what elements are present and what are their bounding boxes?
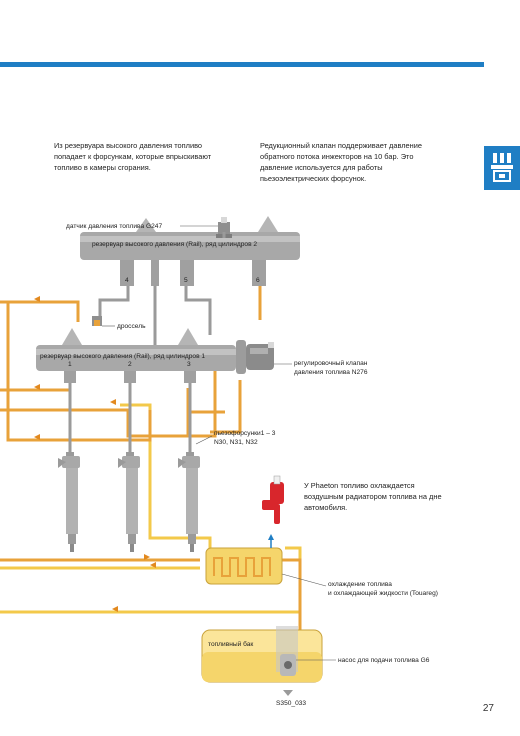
cylinder-6: 6	[256, 277, 260, 284]
throttle-icon	[92, 316, 102, 326]
piezo-injectors	[58, 452, 200, 552]
label-pump: насос для подачи топлива G6	[338, 657, 430, 664]
fuel-injection-icon	[491, 153, 513, 182]
fuel-cooler-icon	[205, 547, 283, 585]
cylinder-5: 5	[184, 277, 188, 284]
rail-bank2	[80, 216, 300, 286]
intro-right: Редукционный клапан поддерживает давлени…	[260, 141, 422, 183]
label-injectors: пьезофорсунки1 – 3 N30, N31, N32	[214, 430, 276, 446]
label-tank: топливный бак	[208, 641, 254, 648]
heat-warning-icon	[262, 475, 284, 524]
cylinder-3: 3	[187, 361, 191, 368]
injector-3	[178, 452, 200, 552]
phaeton-note: У Phaeton топливо охлаждается воздушным …	[304, 481, 442, 512]
high-pressure-lines	[68, 282, 212, 455]
page-number: 27	[482, 703, 494, 714]
label-cooler: охлаждение топлива и охлаждающей жидкост…	[328, 581, 438, 597]
figure-code: S350_033	[276, 700, 307, 707]
cylinder-2: 2	[128, 361, 132, 368]
flow-arrows	[34, 296, 156, 612]
intro-left: Из резервуара высокого давления топливо …	[54, 141, 212, 172]
label-pressure-sensor: датчик давления топлива G247	[66, 223, 163, 230]
cylinder-1: 1	[68, 361, 72, 368]
injector-1	[58, 452, 80, 552]
pressure-sensor-icon	[216, 217, 232, 238]
chapter-tab	[484, 146, 520, 190]
flow-indicator-icon	[268, 534, 274, 548]
label-regulator-valve: регулировочный клапан давления топлива N…	[294, 360, 368, 376]
cylinder-4: 4	[125, 277, 129, 284]
pressure-regulator-valve-icon	[236, 340, 274, 374]
rail-bank1	[36, 328, 236, 383]
label-throttle: дроссель	[117, 323, 146, 330]
label-rail-bank2: резервуар высокого давления (Rail), ряд …	[92, 241, 258, 248]
fuel-pump-icon	[280, 654, 296, 676]
fuel-tank-icon	[201, 626, 323, 683]
header-bar	[0, 62, 484, 67]
label-rail-bank1: резервуар высокого давления (Rail), ряд …	[40, 353, 206, 360]
injector-2	[118, 452, 140, 552]
